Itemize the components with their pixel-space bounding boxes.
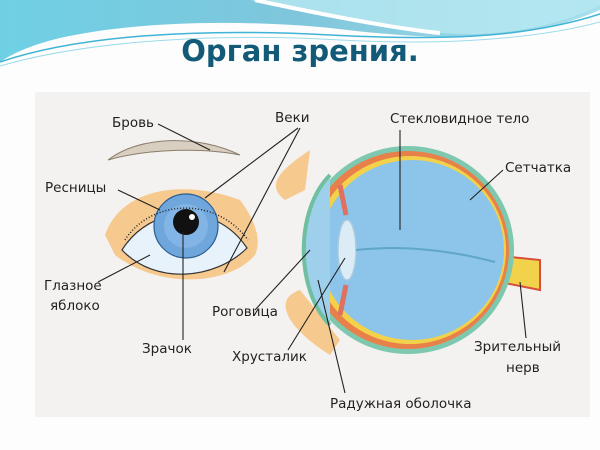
eyebrow-shape [107,140,241,161]
label-pupil: Зрачок [142,341,192,357]
iris-shape [337,184,349,316]
external-eye-illustration [105,140,258,280]
label-cornea: Роговица [212,304,278,320]
label-optic-nerve-line1: Зрительный [474,339,561,355]
lens-shape [337,219,357,281]
label-eyeball-line1: Глазное [44,278,102,294]
slide-title: Орган зрения. [181,34,419,68]
leader-lines [97,123,527,394]
eyelashes-shape [124,207,249,241]
label-eyebrow: Бровь [112,115,154,131]
vitreous-body-shape [320,160,504,340]
cornea-shape [301,173,332,327]
label-optic-nerve-line2: нерв [506,360,540,376]
pupil-shape [173,209,199,235]
label-eyelashes: Ресницы [45,180,106,196]
label-eyelids: Веки [275,110,310,126]
label-lens: Хрусталик [232,349,307,365]
eye-cross-section [275,146,541,355]
label-vitreous-body: Стекловидное тело [390,111,529,127]
label-eyeball-line2: яблоко [50,298,100,314]
label-iris: Радужная оболочка [330,396,472,412]
label-retina: Сетчатка [505,160,571,176]
